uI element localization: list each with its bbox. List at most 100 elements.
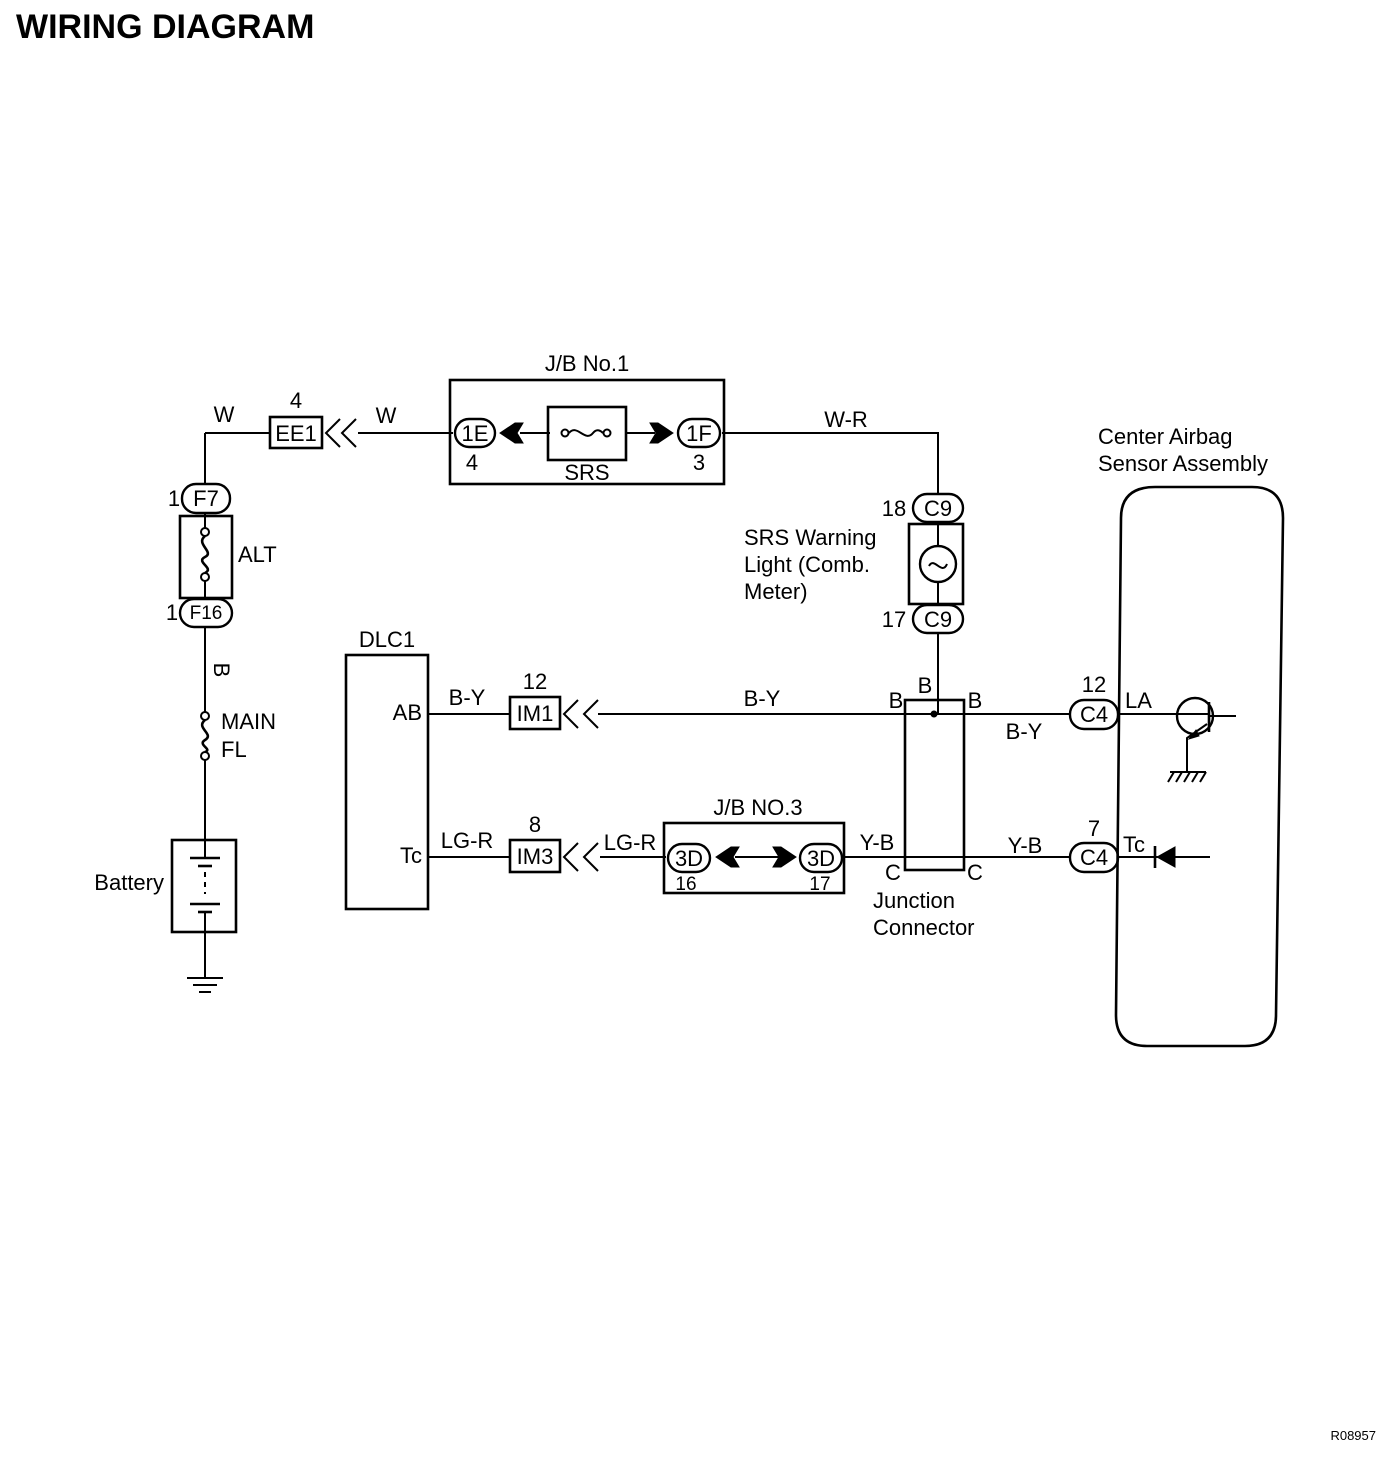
im3-code: IM3 xyxy=(517,844,554,869)
dlc1-box xyxy=(344,653,430,911)
ee1-chevron-a xyxy=(324,418,341,448)
jb1-out-arrow xyxy=(649,422,674,444)
c4-tc-code: C4 xyxy=(1080,845,1108,870)
f7-code: F7 xyxy=(193,486,219,511)
transistor-icon xyxy=(1175,696,1215,736)
srs-fuse-element xyxy=(568,429,604,437)
junction-b-left: B xyxy=(889,688,904,713)
jb1-label: J/B No.1 xyxy=(545,351,629,376)
srs-fuse-terminal-b xyxy=(602,428,612,438)
wire-label-by-right: B-Y xyxy=(1006,719,1043,744)
dlc1-ab-terminal: AB xyxy=(393,700,422,725)
junction-b-right: B xyxy=(968,688,983,713)
im1-connector-box xyxy=(508,695,562,731)
c9-bottom-pin: 17 xyxy=(882,607,906,632)
sensor-la-terminal: LA xyxy=(1125,688,1152,713)
wire-label-wr: W-R xyxy=(824,407,868,432)
f7-pin: 1 xyxy=(168,486,180,511)
wire-label-lgr-right: LG-R xyxy=(604,830,657,855)
im1-chevron-a xyxy=(562,699,579,729)
ee1-chevron-b xyxy=(340,418,357,448)
im1-code: IM1 xyxy=(517,701,554,726)
chassis-ground-icon xyxy=(1167,771,1207,783)
ee1-pin: 4 xyxy=(290,388,302,413)
wire-label-by-mid: B-Y xyxy=(744,686,781,711)
junction-connector-box xyxy=(903,698,966,872)
im3-chevron-b xyxy=(582,842,599,872)
main-fl-element xyxy=(200,718,210,754)
jb3-label: J/B NO.3 xyxy=(713,795,802,820)
srs-fuse-box xyxy=(546,405,628,462)
alt-fuse-terminal-top xyxy=(200,527,210,537)
dlc1-label: DLC1 xyxy=(359,627,415,652)
alt-fuse-label: ALT xyxy=(238,542,277,567)
f16-code: F16 xyxy=(190,603,223,624)
c4-tc-pin: 7 xyxy=(1088,816,1100,841)
c9-bottom-code: C9 xyxy=(924,607,952,632)
jb3-in-pill xyxy=(666,842,712,874)
jb1-box xyxy=(448,378,726,486)
f16-pill xyxy=(178,597,234,629)
warning-light-filament xyxy=(928,562,948,569)
srs-fuse-terminal-a xyxy=(560,428,570,438)
jb1-out-code: 1F xyxy=(686,421,712,446)
diagram-title: WIRING DIAGRAM xyxy=(16,8,314,46)
junction-c-left: C xyxy=(885,860,901,885)
dlc1-tc-terminal: Tc xyxy=(400,843,422,868)
drawing-code: R08957 xyxy=(1330,1428,1376,1443)
c4-la-code: C4 xyxy=(1080,702,1108,727)
main-fl-terminal-top xyxy=(200,711,210,721)
jb1-in-code: 1E xyxy=(462,421,489,446)
diode-icon xyxy=(1155,846,1176,868)
im1-chevron-b xyxy=(582,699,599,729)
junction-label-2: Connector xyxy=(873,915,975,940)
jb3-in-arrow xyxy=(715,846,740,868)
wire-label-by-left: B-Y xyxy=(449,685,486,710)
junction-connector-bus xyxy=(905,700,964,858)
sensor-label-1: Center Airbag xyxy=(1098,424,1233,449)
warning-light-label-2: Light (Comb. xyxy=(744,552,870,577)
junction-c-right: C xyxy=(967,860,983,885)
main-fl-terminal-bottom xyxy=(200,751,210,761)
jb3-out-pin: 17 xyxy=(809,874,830,895)
wire-label-lgr-left: LG-R xyxy=(441,828,494,853)
ground-icon xyxy=(187,977,223,993)
wire-label-yb-left: Y-B xyxy=(860,830,895,855)
wire-label-b: B xyxy=(209,663,234,678)
sensor-tc-terminal: Tc xyxy=(1123,832,1145,857)
c9-bottom-pill xyxy=(911,603,965,635)
c9-top-pin: 18 xyxy=(882,496,906,521)
f16-pin: 1 xyxy=(166,600,178,625)
transistor-emitter xyxy=(1186,723,1208,772)
junction-label-1: Junction xyxy=(873,888,955,913)
ee1-connector-box xyxy=(268,415,324,450)
jb1-in-pill xyxy=(453,417,497,449)
warning-light-bulb-icon xyxy=(918,544,958,584)
warning-light-label-1: SRS Warning xyxy=(744,525,876,550)
main-fl-label-1: MAIN xyxy=(221,709,276,734)
im3-chevron-a xyxy=(562,842,579,872)
jb1-out-pin: 3 xyxy=(693,450,705,475)
sensor-assembly-box xyxy=(1114,485,1285,1048)
srs-fuse-label: SRS xyxy=(564,460,609,485)
junction-splice-dot xyxy=(930,710,938,718)
battery-label: Battery xyxy=(94,870,164,895)
jb3-box xyxy=(662,821,846,895)
transistor-emitter-arrow xyxy=(1187,729,1200,740)
wire-label-w-left: W xyxy=(214,402,235,427)
alt-fuse-terminal-bottom xyxy=(200,572,210,582)
jb3-out-arrow xyxy=(772,846,797,868)
main-fl-label-2: FL xyxy=(221,737,247,762)
wire-label-yb-right: Y-B xyxy=(1008,833,1043,858)
im3-connector-box xyxy=(508,838,562,874)
im1-pin: 12 xyxy=(523,669,547,694)
wire-wr xyxy=(722,432,939,494)
alt-fuse-element xyxy=(200,534,210,575)
jb1-in-pin: 4 xyxy=(466,450,478,475)
wire-label-w-right: W xyxy=(376,403,397,428)
jb3-in-code: 3D xyxy=(675,846,703,871)
jb1-in-arrow xyxy=(499,422,524,444)
c4-la-pin: 12 xyxy=(1082,672,1106,697)
jb3-out-pill xyxy=(798,842,844,874)
